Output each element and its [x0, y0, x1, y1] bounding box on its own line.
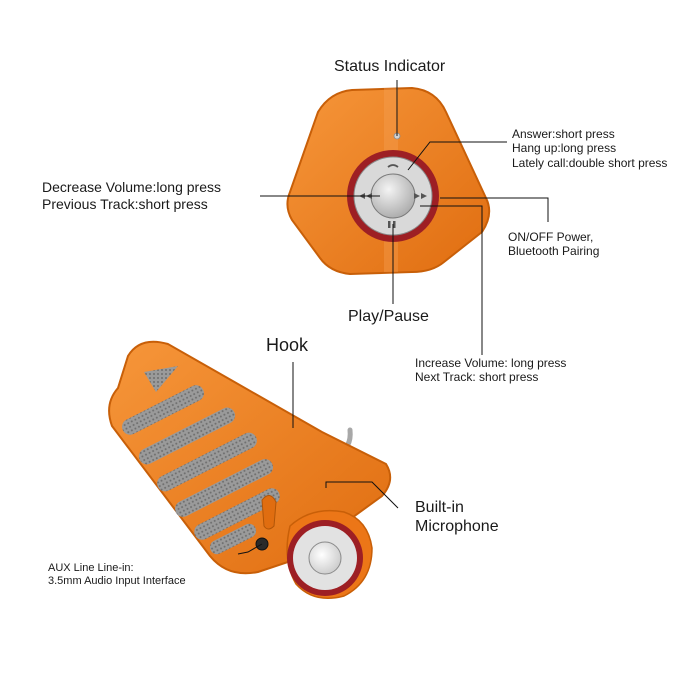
label-microphone: Built-in Microphone	[415, 498, 499, 536]
label-decrease-volume-line1: Decrease Volume:long press	[42, 179, 221, 196]
side-speaker-view	[109, 342, 390, 599]
label-hook: Hook	[266, 335, 308, 357]
label-microphone-line1: Built-in	[415, 498, 499, 517]
label-call-hangup: Hang up:long press	[512, 141, 667, 155]
rubber-aux-flap	[262, 495, 276, 529]
label-aux: AUX Line Line-in: 3.5mm Audio Input Inte…	[48, 562, 186, 588]
label-status-indicator: Status Indicator	[334, 57, 445, 76]
label-aux-line2: 3.5mm Audio Input Interface	[48, 575, 186, 588]
label-decrease-volume: Decrease Volume:long press Previous Trac…	[42, 179, 221, 213]
label-increase-volume-line1: Increase Volume: long press	[415, 356, 566, 370]
label-play-pause: Play/Pause	[348, 307, 429, 326]
top-speaker-view	[287, 88, 489, 274]
label-call-lately: Lately call:double short press	[512, 156, 667, 170]
label-aux-line1: AUX Line Line-in:	[48, 562, 186, 575]
label-call-controls: Answer:short press Hang up:long press La…	[512, 127, 667, 170]
front-center-button	[309, 542, 341, 574]
label-power: ON/OFF Power, Bluetooth Pairing	[508, 230, 599, 259]
label-microphone-line2: Microphone	[415, 517, 499, 536]
label-decrease-volume-line2: Previous Track:short press	[42, 196, 221, 213]
label-increase-volume-line2: Next Track: short press	[415, 370, 566, 384]
label-call-answer: Answer:short press	[512, 127, 667, 141]
label-power-line2: Bluetooth Pairing	[508, 244, 599, 258]
label-power-line1: ON/OFF Power,	[508, 230, 599, 244]
label-increase-volume: Increase Volume: long press Next Track: …	[415, 356, 566, 385]
